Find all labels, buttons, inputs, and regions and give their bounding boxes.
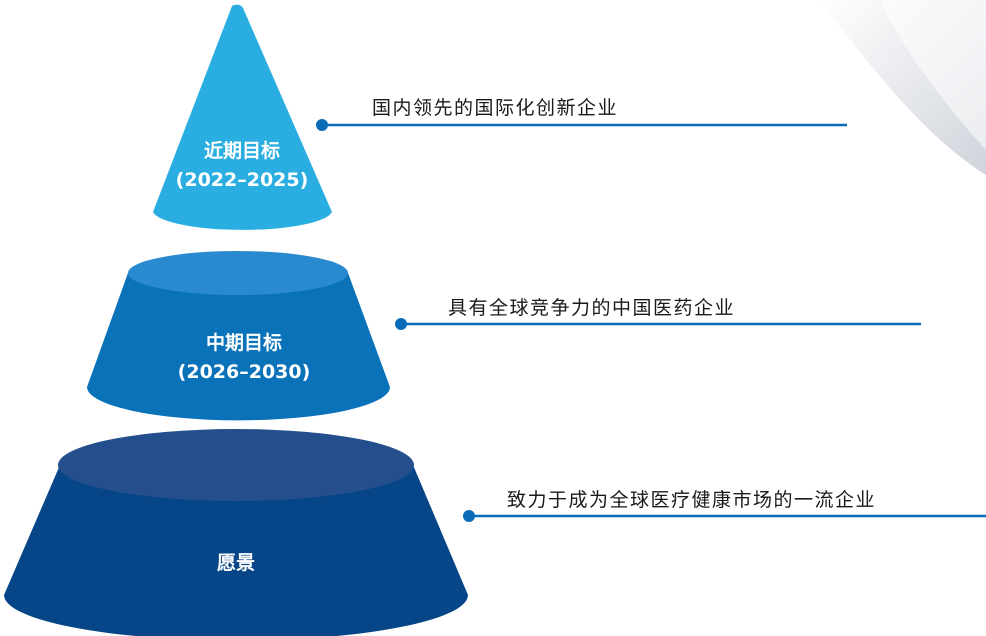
tier-midterm-top (128, 251, 348, 295)
tier-vision-body (4, 465, 468, 636)
tier-midterm-body (87, 273, 390, 421)
connector-dot-midterm (395, 318, 407, 330)
corner-decoration (820, 0, 986, 175)
tier-midterm-label: 中期目标 (2026–2030) (134, 329, 354, 388)
tier-vision-title: 愿景 (216, 552, 255, 574)
tier-nearterm-body (153, 4, 332, 230)
tier-nearterm-shape (153, 4, 332, 230)
tier-nearterm-label: 近期目标 (2022–2025) (132, 137, 352, 196)
tier-midterm-title: 中期目标 (205, 332, 282, 354)
connector-dot-nearterm (316, 119, 328, 131)
tier-vision-label: 愿景 (126, 549, 346, 578)
tier-vision-top (58, 429, 414, 501)
connector-dot-vision (463, 510, 475, 522)
tier-nearterm-period: (2022–2025) (175, 169, 309, 192)
goal-text-midterm: 具有全球竞争力的中国医药企业 (448, 297, 736, 319)
goal-text-vision: 致力于成为全球医疗健康市场的一流企业 (507, 489, 877, 511)
goal-text-nearterm: 国内领先的国际化创新企业 (372, 97, 619, 119)
goal-connectors (316, 119, 986, 522)
tier-vision-shape (4, 429, 468, 636)
tier-midterm-period: (2026–2030) (177, 361, 311, 384)
tier-midterm-shape (87, 251, 390, 421)
tier-nearterm-title: 近期目标 (203, 140, 280, 162)
